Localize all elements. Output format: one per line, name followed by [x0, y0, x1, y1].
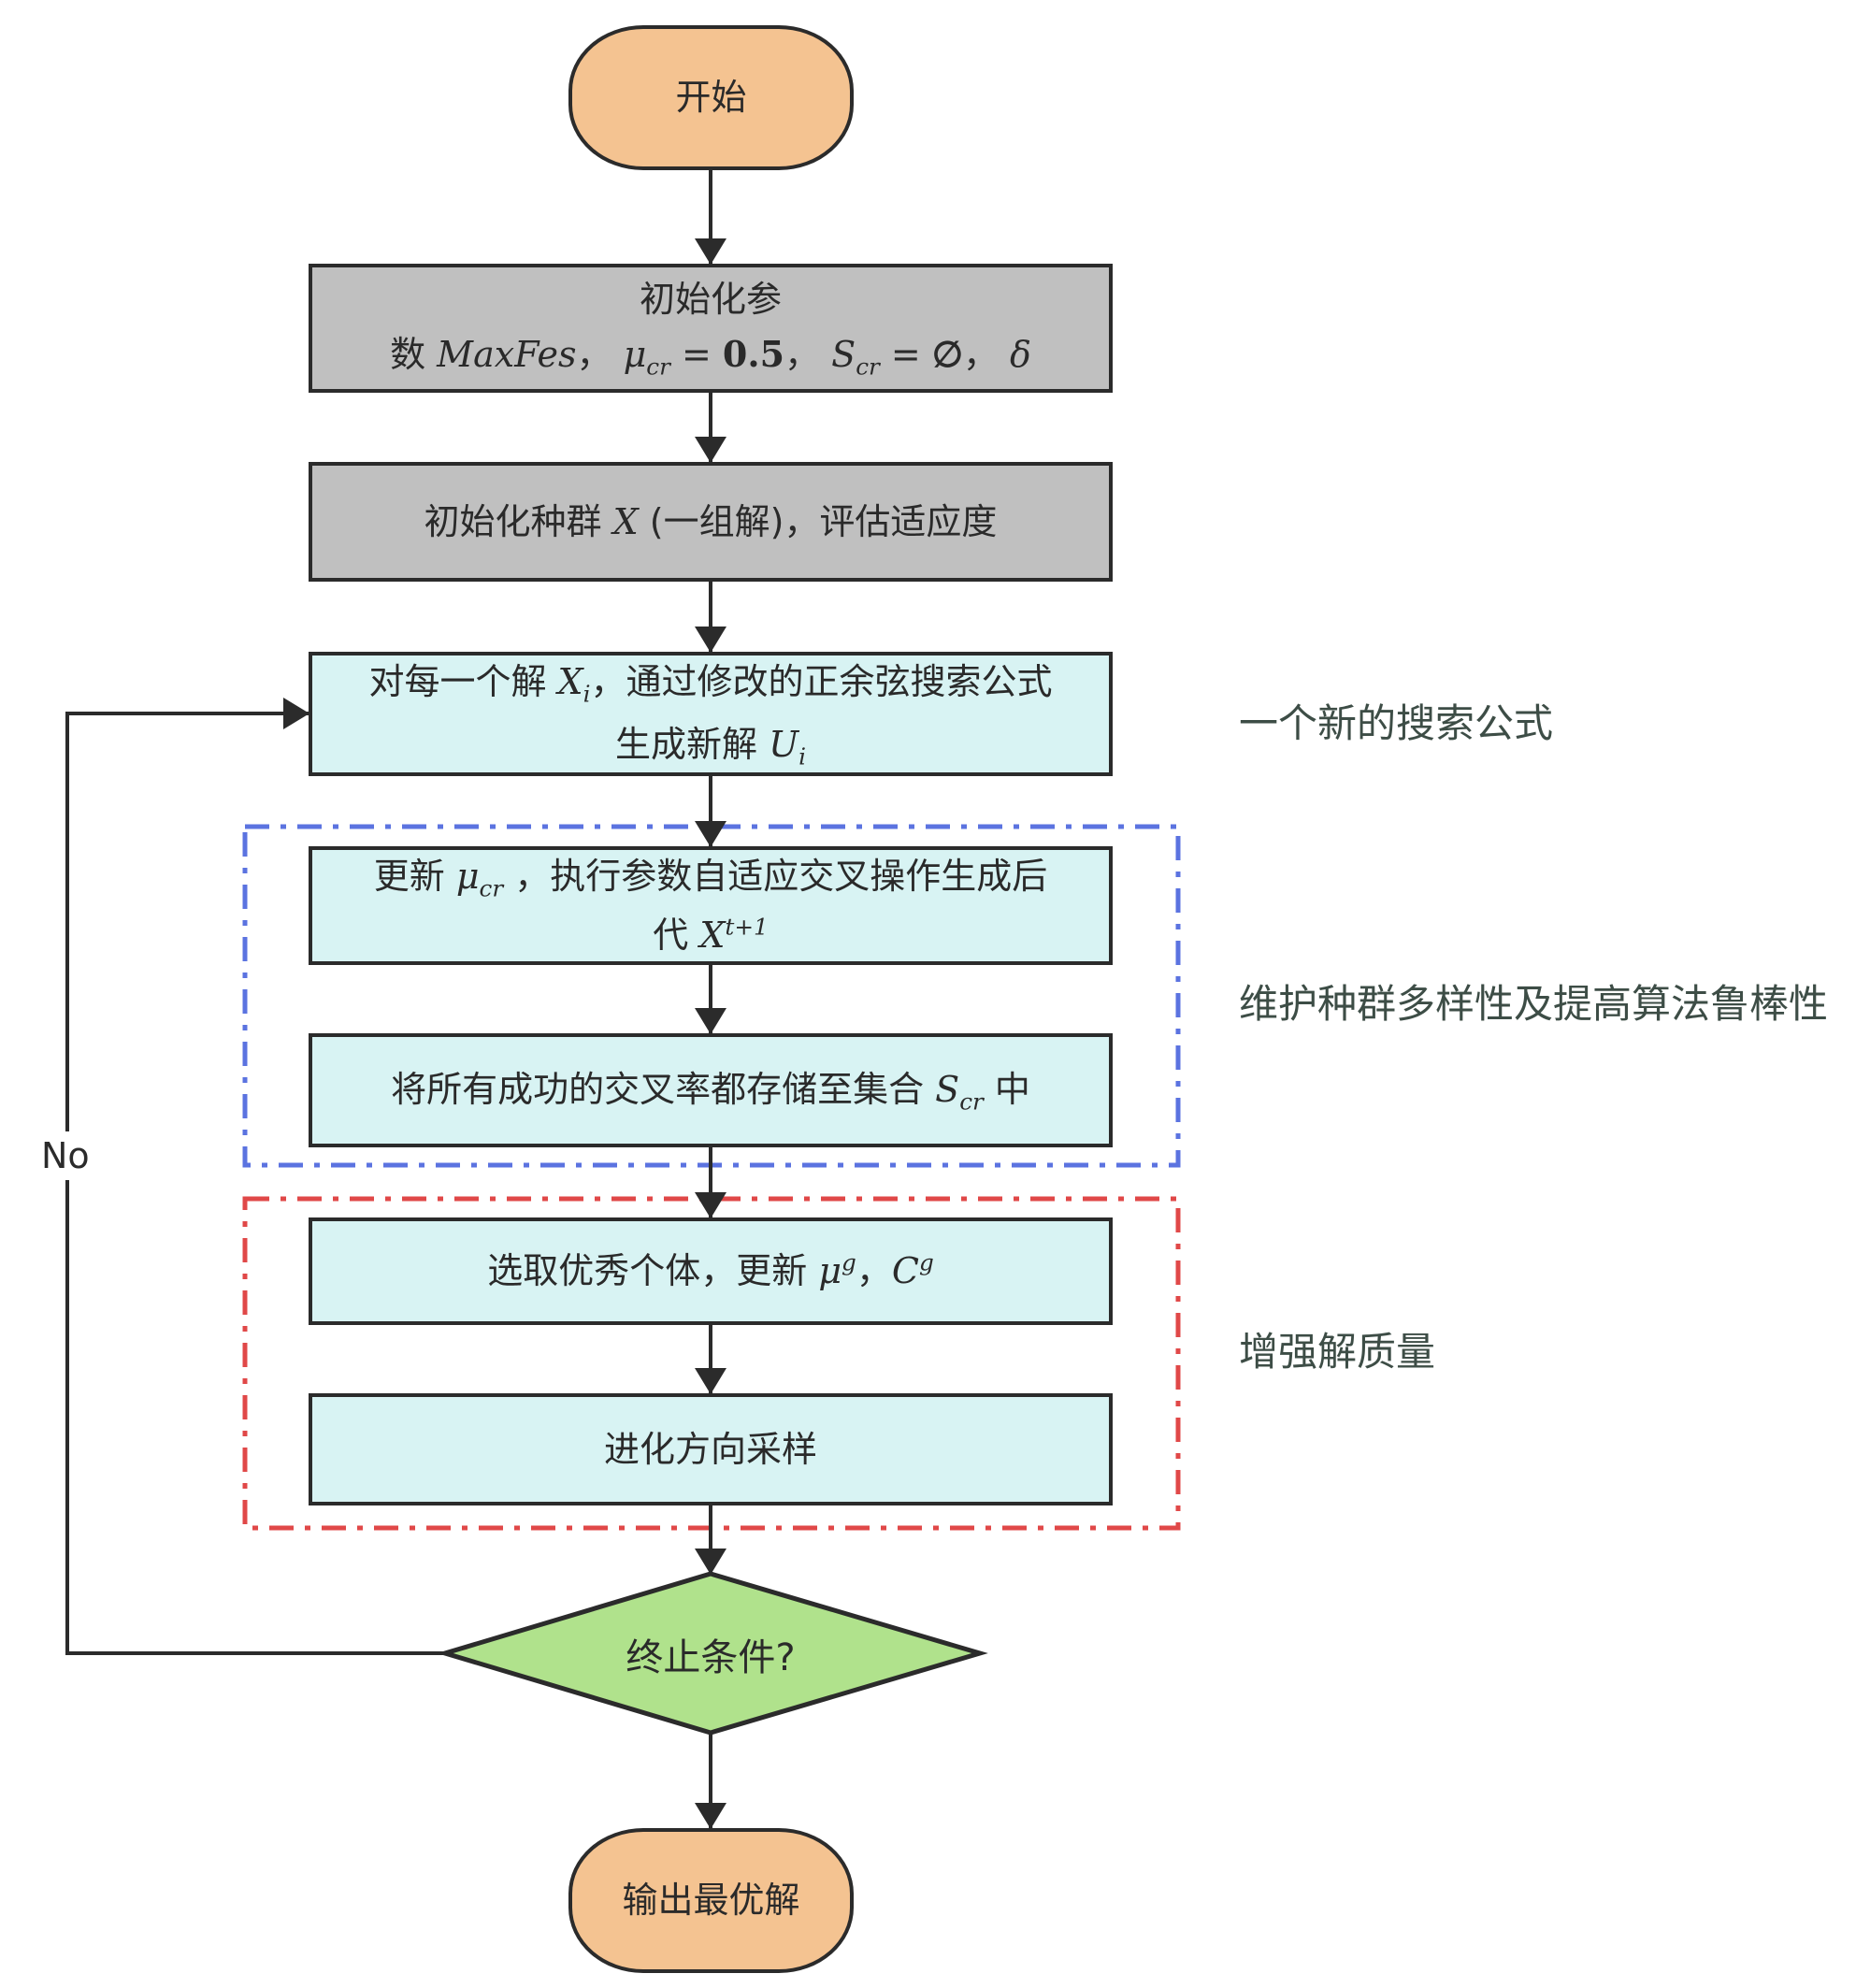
x-i-var: Xi — [557, 660, 591, 708]
population-var: X — [612, 500, 639, 542]
init-params-node[interactable]: 初始化参 数 MaxFes， μcr = 0.5， Scr = ∅， δ — [309, 264, 1113, 393]
end-node[interactable]: 输出最优解 — [568, 1828, 854, 1973]
maxfes-var: MaxFes — [437, 333, 577, 375]
select-step-node[interactable]: 选取优秀个体，更新 μg，Cg — [309, 1217, 1113, 1325]
decision-diamond[interactable] — [437, 1571, 988, 1736]
mu-g-var: μg — [818, 1248, 856, 1292]
end-label: 输出最优解 — [622, 1880, 800, 1922]
sampling-step-node[interactable]: 进化方向采样 — [309, 1393, 1113, 1505]
mu-cr-var: μcr — [623, 333, 670, 381]
c-g-var: Cg — [891, 1248, 934, 1292]
init-params-line1: 初始化参 — [639, 278, 782, 320]
s-cr-var: Scr — [831, 333, 880, 381]
s-cr-var: Scr — [935, 1069, 984, 1116]
init-params-line2: 数 MaxFes， μcr = 0.5， Scr = ∅， δ — [390, 332, 1031, 381]
mu-cr-var: μcr — [455, 855, 504, 902]
delta-var: δ — [1010, 333, 1031, 375]
search-step-node[interactable]: 对每一个解 Xi，通过修改的正余弦搜索公式 生成新解 Ui — [309, 652, 1113, 776]
annotation-quality: 增强解质量 — [1239, 1329, 1436, 1375]
x-next-gen-var: Xt+1 — [699, 913, 769, 956]
decision-label: 终止条件? — [626, 1636, 796, 1679]
arrow-no-loop — [65, 698, 445, 1655]
mu-cr-value: 0.5 — [722, 332, 785, 375]
start-node[interactable]: 开始 — [568, 25, 854, 170]
crossover-step-node[interactable]: 更新 μcr ，执行参数自适应交叉操作生成后 代 Xt+1 — [309, 846, 1113, 965]
annotation-diversity: 维护种群多样性及提高算法鲁棒性 — [1239, 981, 1829, 1027]
no-branch-label: No — [41, 1131, 90, 1180]
sampling-label: 进化方向采样 — [603, 1428, 817, 1470]
annotation-search: 一个新的搜索公式 — [1239, 700, 1554, 746]
s-cr-value: ∅ — [931, 332, 963, 375]
u-i-var: Ui — [769, 723, 807, 771]
init-population-node[interactable]: 初始化种群 X (一组解)，评估适应度 — [309, 462, 1113, 582]
start-label: 开始 — [675, 77, 747, 119]
store-step-node[interactable]: 将所有成功的交叉率都存储至集合 Scr 中 — [309, 1033, 1113, 1147]
